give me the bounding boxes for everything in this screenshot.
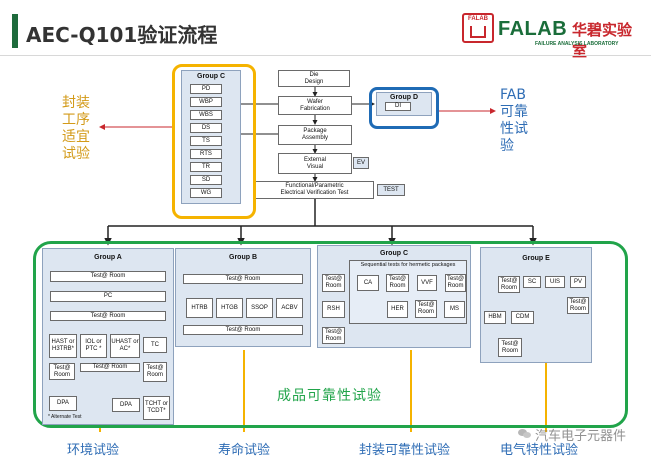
group-b-title: Group B bbox=[229, 254, 257, 261]
group-b-htrb: HTRB bbox=[186, 298, 213, 318]
finished-reliability-label: 成品可靠性试验 bbox=[277, 388, 382, 404]
group-c-bottom-vvf: VVF bbox=[417, 275, 437, 291]
group-c-item-ds: DS bbox=[190, 123, 222, 133]
group-c-bottom-subtitle: Sequential tests for hermetic packages bbox=[360, 262, 456, 268]
finished-product-highlight bbox=[33, 241, 628, 428]
group-a-tcht: TCHT or TCDT* bbox=[143, 396, 170, 420]
group-a-test-room-4: Test@ Room bbox=[80, 363, 140, 372]
bottom-label-life: 寿命试验 bbox=[218, 443, 271, 458]
divider bbox=[0, 55, 651, 56]
group-d-item-di: DI bbox=[385, 102, 411, 111]
page-title: AEC-Q101验证流程 bbox=[26, 23, 218, 47]
falab-logo: FALAB FALAB 华碧实验室 FAILURE ANALYSIS LABOR… bbox=[462, 13, 642, 60]
group-a-test-room-5: Test@ Room bbox=[143, 362, 167, 382]
group-c-item-pd: PD bbox=[190, 84, 222, 94]
logo-emblem-text: FALAB bbox=[468, 16, 488, 22]
group-b-ssop: SSOP bbox=[246, 298, 273, 318]
group-a-iol: IOL or PTC * bbox=[80, 334, 107, 358]
group-b-acbv: ACBV bbox=[276, 298, 303, 318]
group-a-note: * Alternate Test bbox=[48, 414, 82, 420]
group-e-test-room-1: Test@ Room bbox=[498, 276, 520, 293]
wechat-icon bbox=[518, 428, 532, 440]
group-a-title: Group A bbox=[94, 254, 122, 261]
group-a-hast: HAST or H3TRB* bbox=[49, 334, 77, 358]
group-c-item-ts: TS bbox=[190, 136, 222, 146]
group-b-test-room-2: Test@ Room bbox=[183, 325, 303, 335]
group-e-uis: UIS bbox=[545, 276, 565, 288]
bottom-label-electrical: 电气特性试验 bbox=[500, 443, 579, 458]
group-d-highlight bbox=[369, 87, 439, 129]
accent-bar bbox=[12, 14, 18, 48]
group-e-test-room-2: Test@ Room bbox=[567, 297, 589, 314]
group-c-top-title: Group C bbox=[197, 73, 225, 80]
package-assembly-box: Package Assembly bbox=[278, 125, 352, 145]
group-d-title: Group D bbox=[390, 94, 418, 101]
group-c-bottom-test-room-2: Test@ Room bbox=[386, 274, 409, 292]
group-c-item-tr: TR bbox=[190, 162, 222, 172]
group-a-test-room-1: Test@ Room bbox=[50, 271, 166, 282]
watermark-text: 汽车电子元器件 bbox=[535, 429, 627, 444]
bottom-label-environment: 环境试验 bbox=[67, 443, 120, 458]
group-c-top-highlight bbox=[172, 64, 256, 219]
group-c-bottom-rsh: RSH bbox=[322, 301, 345, 318]
left-label-package-process: 封装 工序 适宜 试验 bbox=[62, 95, 90, 162]
group-c-item-sd: SD bbox=[190, 175, 222, 185]
die-design-box: Die Design bbox=[278, 70, 350, 87]
group-c-bottom-ca: CA bbox=[357, 275, 379, 291]
group-e-sc: SC bbox=[523, 276, 541, 288]
group-a-tc: TC bbox=[143, 337, 167, 353]
group-b-test-room-1: Test@ Room bbox=[183, 274, 303, 284]
group-c-bottom-title: Group C bbox=[380, 250, 408, 257]
logo-emblem: FALAB bbox=[462, 13, 494, 43]
group-c-bottom-test-room-1: Test@ Room bbox=[322, 274, 345, 292]
group-c-bottom-test-room-3: Test@ Room bbox=[445, 274, 466, 292]
ev-box: EV bbox=[353, 157, 369, 169]
group-c-item-rts: RTS bbox=[190, 149, 222, 159]
group-a-test-room-3: Test@ Room bbox=[49, 363, 75, 380]
group-e-pv: PV bbox=[570, 276, 586, 288]
group-a-test-room-2: Test@ Room bbox=[50, 311, 166, 321]
group-c-bottom-ms: MS bbox=[444, 301, 465, 318]
right-label-fab-reliability: FAB 可靠 性试 验 bbox=[500, 87, 528, 154]
group-c-bottom-her: HER bbox=[387, 301, 408, 318]
group-e-test-room-3: Test@ Room bbox=[498, 338, 522, 357]
functional-parametric-box: Functional/Parametric Electrical Verific… bbox=[255, 181, 374, 199]
group-a-dpa-2: DPA bbox=[112, 398, 140, 412]
logo-subtitle: FAILURE ANALYSIS LABORATORY bbox=[535, 41, 619, 47]
external-visual-box: External Visual bbox=[278, 153, 352, 174]
group-e-hbm: HBM bbox=[484, 311, 506, 324]
group-c-item-wbp: WBP bbox=[190, 97, 222, 107]
group-a-pc: PC bbox=[50, 291, 166, 302]
group-a-uhast: UHAST or AC* bbox=[110, 334, 140, 358]
group-c-item-wg: WG bbox=[190, 188, 222, 198]
group-e-cdm: CDM bbox=[511, 311, 534, 324]
group-b-htgb: HTGB bbox=[216, 298, 243, 318]
group-c-item-wbs: WBS bbox=[190, 110, 222, 120]
logo-name: FALAB bbox=[498, 18, 568, 40]
group-c-bottom-test-room-4: Test@ Room bbox=[415, 300, 437, 318]
group-e-title: Group E bbox=[522, 255, 550, 262]
wafer-fabrication-box: Wafer Fabrication bbox=[278, 96, 352, 115]
group-a-dpa-1: DPA bbox=[49, 396, 77, 411]
bottom-label-package-reliability: 封装可靠性试验 bbox=[359, 443, 451, 458]
group-c-bottom-test-room-5: Test@ Room bbox=[322, 327, 345, 344]
test-box: TEST bbox=[377, 184, 405, 196]
